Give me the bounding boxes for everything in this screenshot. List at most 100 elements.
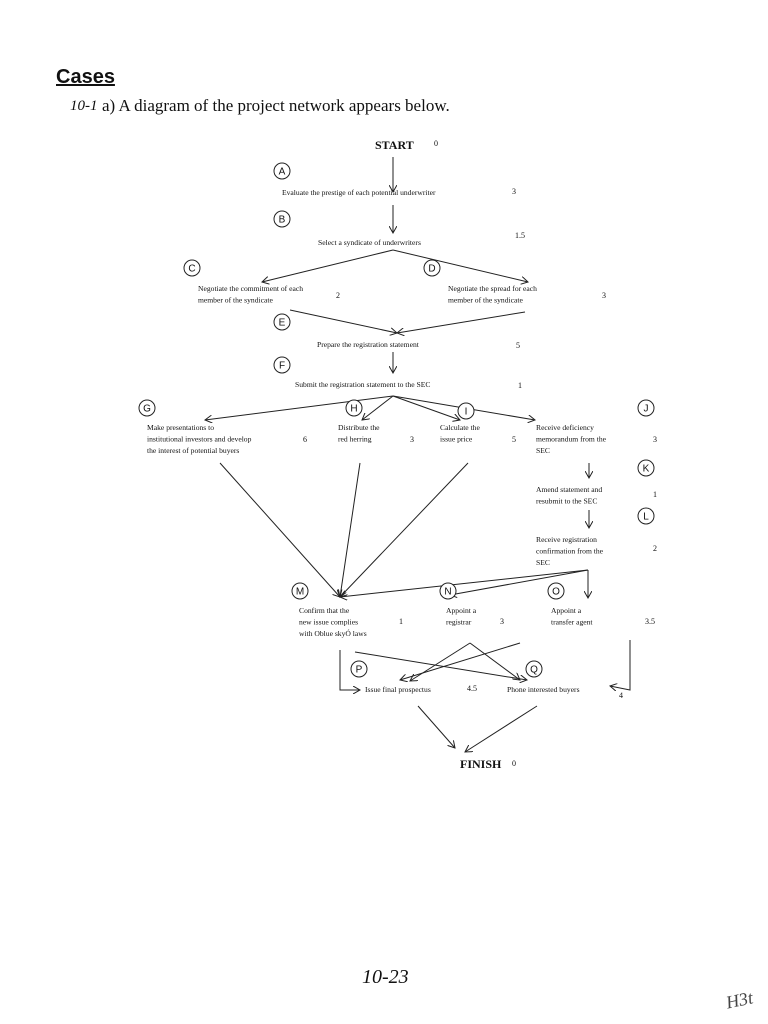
activity-o-duration: 3.5 [645,617,655,626]
edge-b-to-c [262,249,394,282]
activity-c-letter: C [188,264,195,275]
activity-c-description: member of the syndicate [198,296,273,305]
edge-d-to-e [397,311,526,333]
page-number: 10-23 [362,966,409,988]
start-duration: 0 [434,139,438,148]
activity-i-description: Calculate the [440,423,480,432]
problem-number: 10-1 [70,98,98,114]
activity-d-duration: 3 [602,291,606,300]
activity-h-description: red herring [338,435,372,444]
activity-g-description: institutional investors and develop [147,435,252,444]
activity-m-description: with Oblue skyÓ laws [299,628,367,638]
edge-i-to-m [340,462,469,597]
activity-m-duration: 1 [399,617,403,626]
edge-m-to-q [354,651,527,680]
activity-e-description: Prepare the registration statement [317,340,420,349]
activity-d-marker [423,259,441,277]
edge-l-to-m [340,569,589,597]
activity-o-marker [547,582,565,600]
activity-i-marker [457,402,475,420]
edge-f-to-g [205,395,394,420]
activity-g-description: Make presentations to [147,423,214,432]
activity-f-marker [273,356,291,374]
activity-o-description: Appoint a [551,606,582,615]
activity-h-duration: 3 [410,435,414,444]
activity-e-marker [273,313,291,331]
activity-c-description: Negotiate the commitment of each [198,284,303,293]
activity-j-letter: J [644,404,649,415]
activity-n-description: Appoint a [446,606,477,615]
activity-d-description: member of the syndicate [448,296,523,305]
activity-c-marker [183,259,201,277]
activity-c-duration: 2 [336,291,340,300]
activity-l-description: confirmation from the [536,547,604,556]
activity-j-marker [637,399,655,417]
activity-j-description: memorandum from the [536,435,607,444]
activity-l-letter: L [643,512,649,523]
activity-l-duration: 2 [653,544,657,553]
activity-h-marker [345,399,363,417]
activity-m-description: Confirm that the [299,606,350,615]
edge-q-to-finish [465,705,538,752]
activity-m-letter: M [296,587,304,598]
activity-i-description: issue price [440,435,473,444]
activity-g-description: the interest of potential buyers [147,446,239,455]
activity-b-letter: B [279,215,286,226]
activity-m-marker [291,582,309,600]
edge-f-to-i [392,395,460,420]
activity-f-description: Submit the registration statement to the… [295,380,430,389]
activity-q-marker [525,660,543,678]
edge-m-to-p [339,650,360,690]
activity-a-marker [273,162,291,180]
activity-j-description: Receive deficiency [536,423,594,432]
edge-c-to-e [289,309,397,333]
activity-a-duration: 3 [512,187,516,196]
activity-g-duration: 6 [303,435,307,444]
activity-f-duration: 1 [518,381,522,390]
activity-o-letter: O [552,587,560,598]
activity-g-letter: G [143,404,151,415]
activity-j-duration: 3 [653,435,657,444]
activity-k-letter: K [643,464,650,475]
edge-n-to-p [410,642,471,681]
activity-p-description: Issue final prospectus [365,685,431,694]
activity-i-duration: 5 [512,435,516,444]
activity-n-duration: 3 [500,617,504,626]
activity-n-marker [439,582,457,600]
activity-i-letter: I [465,407,468,418]
activity-k-description: Amend statement and [536,485,602,494]
activity-h-description: Distribute the [338,423,380,432]
activity-n-letter: N [444,587,451,598]
activity-q-description: Phone interested buyers [507,685,580,694]
edge-o-to-p [400,642,521,680]
finish-duration: 0 [512,759,516,768]
activity-q-duration: 4 [619,691,623,700]
activity-g-marker [138,399,156,417]
activity-a-letter: A [279,167,286,178]
activity-j-description: SEC [536,446,550,455]
activity-d-letter: D [428,264,435,275]
edge-g-to-m [219,462,340,597]
edge-f-to-h [362,395,394,420]
activity-f-letter: F [279,361,285,372]
activity-p-letter: P [356,665,363,676]
edge-o-to-q [610,640,631,690]
activity-l-marker [637,507,655,525]
intro-sentence: a) A diagram of the project network appe… [102,96,450,115]
activity-o-description: transfer agent [551,618,593,627]
edge-p-to-finish [417,705,455,748]
activity-q-letter: Q [530,665,538,676]
activity-n-description: registrar [446,618,472,627]
activity-k-duration: 1 [653,490,657,499]
activity-e-letter: E [279,318,286,329]
start-node-label: START [375,138,414,152]
edge-n-to-q [469,642,520,680]
section-title: Cases [56,66,115,88]
activity-p-duration: 4.5 [467,684,477,693]
activity-h-letter: H [350,404,357,415]
activity-e-duration: 5 [516,341,520,350]
activity-k-marker [637,459,655,477]
activity-l-description: Receive registration [536,535,597,544]
edge-l-to-n [450,569,589,595]
